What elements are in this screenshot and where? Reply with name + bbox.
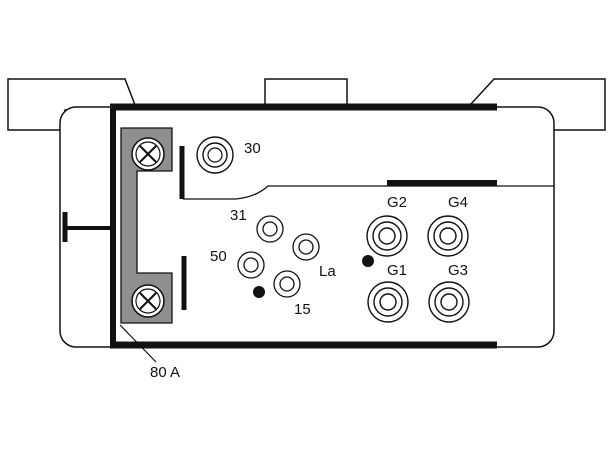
bus-bars xyxy=(110,103,497,349)
terminal-31 xyxy=(256,215,284,243)
label-fuse: 80 A xyxy=(150,364,180,381)
terminal-g1 xyxy=(367,281,409,323)
terminal-30 xyxy=(196,136,234,174)
marker-dot-left xyxy=(253,286,265,298)
screw-top-icon xyxy=(131,137,165,171)
inner-divider-line xyxy=(183,185,554,200)
label-31: 31 xyxy=(230,207,247,224)
terminal-g3 xyxy=(428,281,470,323)
label-30: 30 xyxy=(244,140,261,157)
screw-bottom-icon xyxy=(131,284,165,318)
label-g2: G2 xyxy=(387,194,407,211)
terminal-g2 xyxy=(366,215,408,257)
terminal-15 xyxy=(273,270,301,298)
terminal-g4 xyxy=(427,215,469,257)
label-la: La xyxy=(319,263,336,280)
marker-dot-right xyxy=(362,255,374,267)
terminal-la xyxy=(292,233,320,261)
fuse-bracket xyxy=(120,127,173,324)
label-g1: G1 xyxy=(387,262,407,279)
label-g4: G4 xyxy=(448,194,468,211)
label-15: 15 xyxy=(294,301,311,318)
label-50: 50 xyxy=(210,248,227,265)
terminal-50 xyxy=(237,251,265,279)
fuse-leader-line xyxy=(119,324,157,363)
ground-tab xyxy=(62,212,113,242)
label-g3: G3 xyxy=(448,262,468,279)
